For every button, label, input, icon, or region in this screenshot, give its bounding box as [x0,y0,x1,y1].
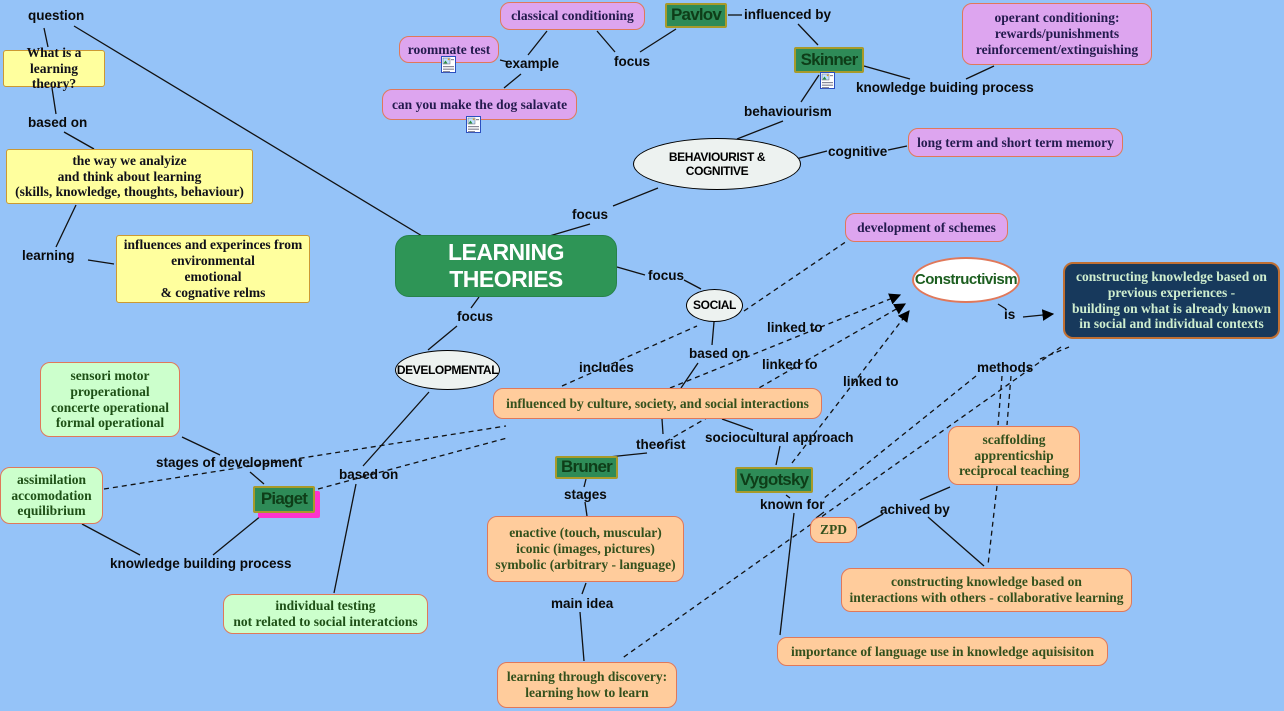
link-label-main-idea[interactable]: main idea [551,596,614,611]
concept-piaget[interactable]: Piaget [253,486,315,513]
link-label-is[interactable]: is [1004,307,1016,322]
link-label-based-on-1[interactable]: based on [28,115,88,130]
link-label-influenced-by[interactable]: influenced by [744,7,832,22]
concept-what-is-learning-theory[interactable]: What is a learning theory? [3,45,105,91]
link-label-cognitive[interactable]: cognitive [828,144,888,159]
concept-assimilation-accomodation[interactable]: assimilation accomodation equilibrium [0,467,103,524]
concept-vygotsky[interactable]: Vygotsky [735,467,813,493]
concept-learning-through-discovery[interactable]: learning through discovery: learning how… [497,662,677,708]
image-resource-icon[interactable] [466,116,481,133]
concept-pavlov[interactable]: Pavlov [665,3,727,28]
concept-operant-conditioning[interactable]: operant conditioning: rewards/punishment… [962,3,1152,65]
concept-way-we-analyize[interactable]: the way we analyize and think about lear… [6,149,253,204]
link-label-focus-3[interactable]: focus [648,268,685,283]
concept-zpd[interactable]: ZPD [810,517,857,543]
link-label-example[interactable]: example [505,56,560,71]
image-resource-icon[interactable] [441,56,456,73]
concept-influences-experinces[interactable]: influences and experinces from environme… [116,235,310,303]
link-label-focus-2[interactable]: focus [572,207,609,222]
link-label-based-on-2[interactable]: based on [689,346,749,361]
concept-constructing-knowledge-interactions[interactable]: constructing knowledge based on interact… [841,568,1132,612]
link-label-includes[interactable]: includes [579,360,634,375]
link-label-knowledge-building-process[interactable]: knowledge building process [110,556,292,571]
concept-social[interactable]: SOCIAL [686,289,743,322]
link-label-achived-by[interactable]: achived by [880,502,950,517]
concept-long-short-term-memory[interactable]: long term and short term memory [908,128,1123,157]
link-label-linked-to-2[interactable]: linked to [762,357,818,372]
concept-piaget-stages[interactable]: sensori motor properational concerte ope… [40,362,180,437]
link-label-linked-to-3[interactable]: linked to [843,374,899,389]
link-label-focus-1[interactable]: focus [614,54,651,69]
link-label-stages[interactable]: stages [564,487,607,502]
concept-constructing-knowledge-previous[interactable]: constructing knowledge based on previous… [1063,262,1280,339]
link-label-known-for[interactable]: known for [760,497,825,512]
concept-bruner[interactable]: Bruner [555,456,618,479]
concept-importance-of-language[interactable]: importance of language use in knowledge … [777,637,1108,666]
concept-constructivism[interactable]: Constructivism [912,257,1020,303]
concept-individual-testing[interactable]: individual testing not related to social… [223,594,428,634]
concept-scaffolding-apprenticship[interactable]: scaffolding apprenticship reciprocal tea… [948,426,1080,485]
link-label-theorist[interactable]: theorist [636,437,686,452]
concept-developmental[interactable]: DEVELOPMENTAL [395,350,500,390]
link-label-knowledge-buiding-process[interactable]: knowledge buiding process [856,80,1034,95]
image-resource-icon[interactable] [820,72,835,89]
link-label-learning[interactable]: learning [22,248,75,263]
concept-development-of-schemes[interactable]: development of schemes [845,213,1008,242]
concept-classical-conditioning[interactable]: classical conditioning [500,2,645,30]
concept-skinner[interactable]: Skinner [794,47,864,73]
link-label-focus-4[interactable]: focus [457,309,494,324]
concept-learning-theories[interactable]: LEARNING THEORIES [395,235,617,297]
concept-influenced-by-culture[interactable]: influenced by culture, society, and soci… [493,388,822,419]
link-label-behaviourism[interactable]: behaviourism [744,104,832,119]
link-label-based-on-3[interactable]: based on [339,467,399,482]
link-label-question[interactable]: question [28,8,85,23]
link-label-stages-of-development[interactable]: stages of development [156,455,303,470]
concept-enactive-iconic-symbolic[interactable]: enactive (touch, muscular) iconic (image… [487,516,684,582]
link-label-linked-to-1[interactable]: linked to [767,320,823,335]
link-label-methods[interactable]: methods [977,360,1034,375]
concept-behaviourist-cognitive[interactable]: BEHAVIOURIST & COGNITIVE [633,138,801,190]
link-label-sociocultural-approach[interactable]: sociocultural approach [705,430,854,445]
